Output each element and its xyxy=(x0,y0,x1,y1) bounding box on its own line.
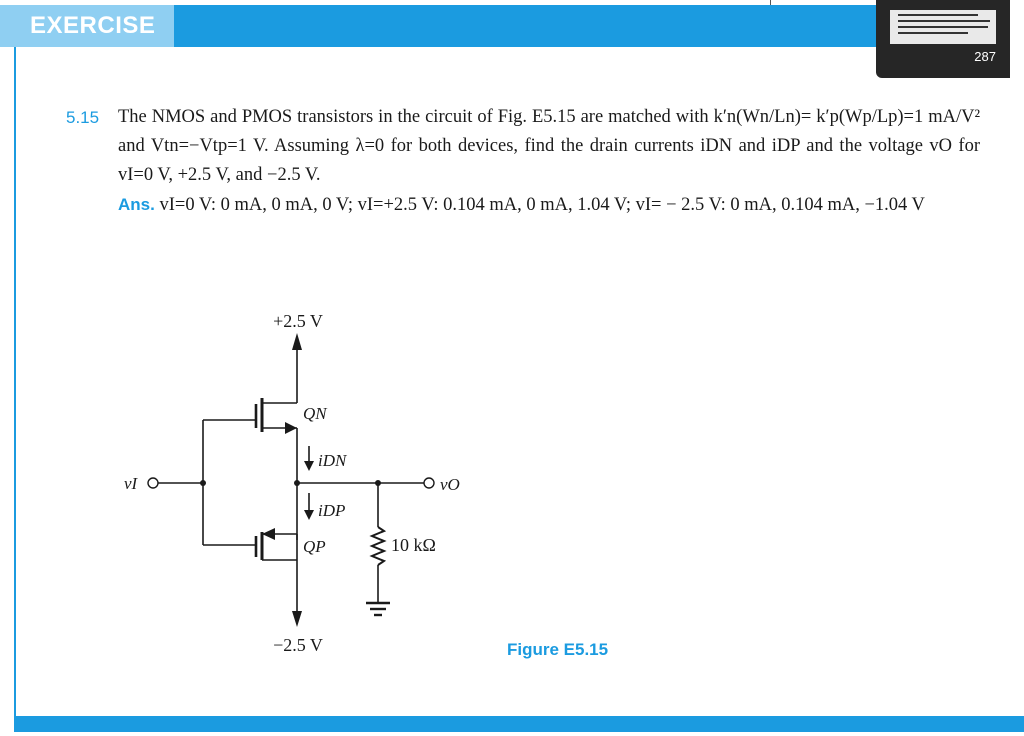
vdd-arrowhead xyxy=(292,333,302,350)
answer-text: vI=0 V: 0 mA, 0 mA, 0 V; vI=+2.5 V: 0.10… xyxy=(159,195,925,215)
input-terminal xyxy=(147,477,159,489)
left-rule xyxy=(14,47,16,719)
qn-source-arrow xyxy=(285,422,297,434)
footer-bar xyxy=(14,716,1024,732)
problem-text: The NMOS and PMOS transistors in the cir… xyxy=(118,107,980,185)
qp-label: QP xyxy=(303,537,326,556)
qn-label: QN xyxy=(303,404,328,423)
idp-arrowhead xyxy=(304,510,314,520)
idn-arrowhead xyxy=(304,461,314,471)
resistor-label: 10 kΩ xyxy=(391,535,436,555)
vi-label: vI xyxy=(124,474,139,493)
resistor-symbol xyxy=(369,526,387,566)
thumbnail-line xyxy=(898,14,978,16)
page-number: 287 xyxy=(974,49,996,64)
gate-junction xyxy=(200,480,206,486)
problem-block: 5.15 The NMOS and PMOS transistors in th… xyxy=(66,103,980,220)
figure-caption: Figure E5.15 xyxy=(507,640,609,659)
problem-number: 5.15 xyxy=(66,108,100,127)
answer-line: Ans. vI=0 V: 0 mA, 0 mA, 0 V; vI=+2.5 V:… xyxy=(118,190,980,220)
vss-label: −2.5 V xyxy=(273,635,323,655)
output-terminal xyxy=(423,477,435,489)
idp-label: iDP xyxy=(318,501,345,520)
vss-arrowhead xyxy=(292,611,302,627)
thumbnail-line xyxy=(898,20,990,22)
vo-label: vO xyxy=(440,475,460,494)
qp-source-arrow xyxy=(262,528,275,540)
thumbnail-line xyxy=(898,32,968,34)
answer-label: Ans. xyxy=(118,195,155,214)
drain-junction xyxy=(294,480,300,486)
output-junction xyxy=(375,480,381,486)
exercise-tag: EXERCISE xyxy=(0,5,174,47)
vdd-label: +2.5 V xyxy=(273,311,323,331)
thumbnail-preview[interactable] xyxy=(890,10,996,44)
idn-label: iDN xyxy=(318,451,348,470)
thumbnail-line xyxy=(898,26,988,28)
